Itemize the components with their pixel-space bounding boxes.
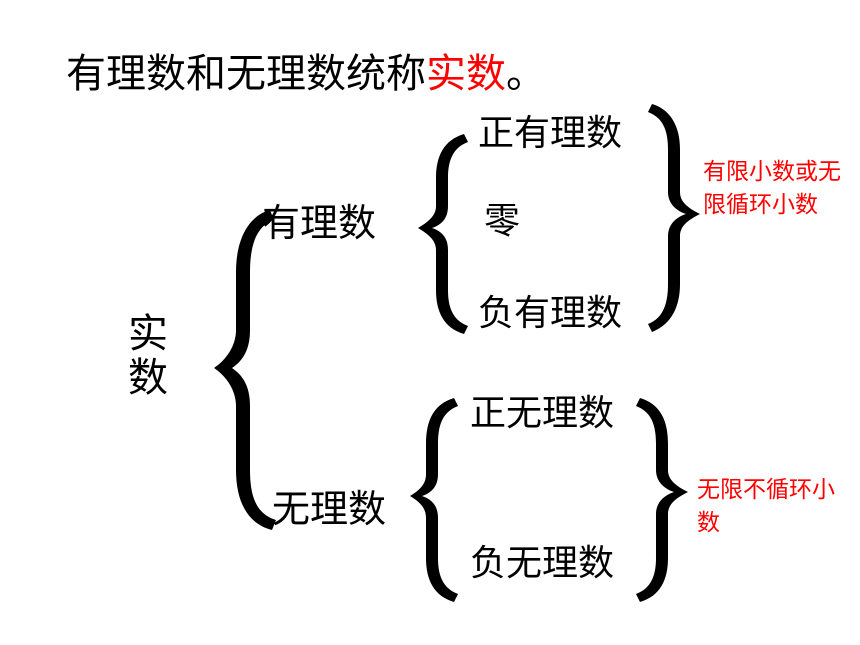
- main-left-brace: [214, 210, 276, 530]
- note-rational-decimals: 有限小数或无限循环小数: [703, 159, 841, 218]
- leaf-positive-rational: 正有理数: [478, 113, 623, 154]
- definition-text: 有理数和无理数统称: [66, 51, 426, 97]
- irrational-right-brace: [636, 398, 688, 602]
- leaf-zero: 零: [484, 201, 521, 242]
- rational-left-brace: [418, 134, 468, 334]
- rational-right-brace: [648, 104, 700, 332]
- sentence-end: 。: [506, 51, 546, 97]
- irrational-left-brace: [410, 398, 458, 602]
- branch-irrational-numbers: 无理数: [272, 487, 387, 531]
- definition-sentence: 有理数和无理数统称实数。: [66, 54, 546, 94]
- leaf-positive-irrational: 正无理数: [470, 393, 615, 434]
- leaf-negative-rational: 负有理数: [478, 293, 623, 334]
- highlight-term: 实数: [426, 51, 506, 97]
- branch-rational-numbers: 有理数: [262, 201, 377, 245]
- leaf-negative-irrational: 负无理数: [470, 543, 615, 584]
- root-node-real-numbers: 实数: [128, 311, 168, 401]
- note-irrational-decimals: 无限不循环小数: [697, 477, 835, 536]
